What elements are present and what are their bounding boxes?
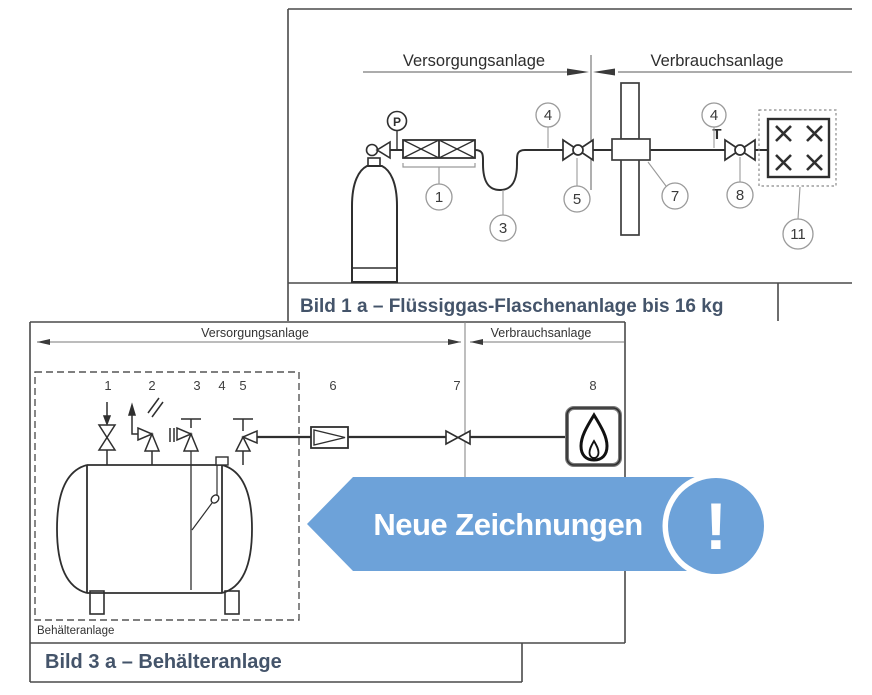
callout-number: 3 (499, 220, 507, 237)
wall-sleeve (611, 138, 651, 161)
banner-arrow-shape (307, 477, 716, 571)
safety-relief-valve-2 (127, 397, 164, 465)
component-number: 7 (453, 378, 460, 393)
figure-behaelteranlage: Versorgungsanlage Verbrauchsanlage 1 2 3… (29, 321, 770, 683)
figure2-caption: Bild 3 a – Behälteranlage (45, 651, 282, 673)
stove-burners (775, 125, 823, 171)
callout-number: 11 (790, 226, 806, 243)
zone-header-fig2: Versorgungsanlage Verbrauchsanlage (37, 322, 624, 477)
callout-number: 8 (736, 187, 744, 204)
thermo-letter: T (712, 126, 721, 143)
new-drawings-banner: Neue Zeichnungen ! (307, 472, 770, 580)
stove-dotted-outline (758, 109, 837, 187)
component-number: 5 (239, 378, 246, 393)
figure-flaschenanlage: Versorgungsanlage Verbrauchsanlage P (287, 8, 852, 321)
zone-left-label: Versorgungsanlage (403, 52, 545, 70)
callout: 4 (701, 102, 727, 128)
gas-valve-5 (233, 418, 258, 465)
gas-appliance-8 (565, 406, 622, 467)
callout: 4 (535, 102, 561, 128)
shutoff-valve-5 (562, 138, 594, 162)
storage-tank (56, 464, 253, 615)
callout: 5 (563, 185, 591, 213)
bracket-1 (402, 163, 476, 184)
enclosure-label: Behälteranlage (37, 625, 114, 637)
callouts-fig1: 1 3 4 5 7 4 8 11 (425, 102, 814, 250)
figure1-caption: Bild 1 a – Flüssiggas-Flaschenanlage bis… (300, 296, 723, 317)
filling-valve-1 (97, 402, 117, 465)
pressure-regulator (402, 139, 476, 159)
component-number: 6 (329, 378, 336, 393)
callout: 11 (782, 218, 814, 250)
pressure-regulator-6 (310, 426, 349, 449)
level-gauge-4 (191, 456, 229, 531)
component-number: 2 (148, 378, 155, 393)
wall-penetration (611, 82, 651, 236)
zone-arrow-left (593, 68, 615, 76)
gas-stove (758, 109, 837, 187)
zone-right-label: Verbrauchsanlage (491, 326, 592, 340)
callout: 3 (489, 214, 517, 242)
component-numbers-fig2: 1 2 3 4 5 6 7 8 (104, 378, 596, 393)
tank-foot (89, 590, 105, 615)
callout: 7 (661, 182, 689, 210)
gas-bottle (351, 140, 398, 283)
zone-header-fig1: Versorgungsanlage Verbrauchsanlage (363, 52, 852, 190)
shutoff-valve-7 (445, 429, 471, 446)
exclamation-icon: ! (705, 489, 727, 563)
banner-label: Neue Zeichnungen (373, 507, 642, 542)
callout-number: 1 (435, 189, 443, 206)
callout-number: 4 (710, 107, 718, 124)
callout-leaders-fig1 (502, 127, 801, 220)
callout-number: 4 (544, 107, 552, 124)
gauge-pointer (191, 502, 213, 531)
callout-number: 5 (573, 191, 581, 208)
gauge-letter: P (393, 115, 401, 129)
liquid-valve-3 (169, 418, 201, 590)
callout: 8 (726, 181, 754, 209)
zone-arrow-right (567, 68, 589, 76)
component-number: 8 (589, 378, 596, 393)
tank-enclosure-dashed-box (34, 371, 300, 621)
tank-foot (224, 590, 240, 615)
component-number: 1 (104, 378, 111, 393)
banner-circle (668, 478, 764, 574)
flame-inner (588, 439, 600, 459)
zone-right-label: Verbrauchsanlage (650, 52, 783, 70)
pressure-gauge: P (386, 110, 408, 150)
bottle-valve-cone (375, 140, 391, 160)
component-number: 3 (193, 378, 200, 393)
component-number: 4 (218, 378, 225, 393)
callout: 1 (425, 183, 453, 211)
zone-left-label: Versorgungsanlage (201, 326, 309, 340)
flame-icon (579, 412, 609, 462)
hose-loop (474, 149, 563, 192)
appliance-valve-8 (724, 138, 756, 162)
callout-number: 7 (671, 188, 679, 205)
